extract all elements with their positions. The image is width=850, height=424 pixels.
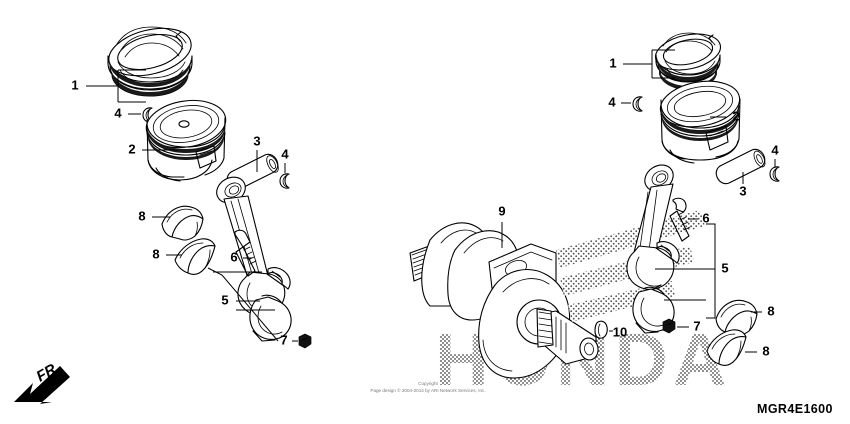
callout-3-right: 3 <box>739 172 747 198</box>
piston-pin-clip-right-lower <box>769 166 780 182</box>
callout-4-right-lower: 4 <box>771 142 779 167</box>
main-bearing-right-lower <box>706 329 747 366</box>
copyright-block: Copyright Page design © 2004-2014 by ARI… <box>370 381 485 393</box>
part-number-block: MGR4E1600 <box>757 402 833 416</box>
callout-8-right-upper: 8 <box>751 303 775 318</box>
callout-5-right-label: 5 <box>721 260 728 275</box>
callout-1-left: 1 <box>71 69 146 103</box>
piston-pin-clip-left-lower <box>279 173 290 189</box>
callout-4-left-lower: 4 <box>281 146 289 173</box>
callout-8-left-upper: 8 <box>138 208 170 223</box>
callout-1-right: 1 <box>609 49 675 79</box>
piston-pin-clip-right-upper <box>632 96 643 112</box>
part-number-label: MGR4E1600 <box>757 402 833 416</box>
callout-4-left-upper-label: 4 <box>114 105 122 120</box>
connecting-rod-nut-left <box>298 333 312 349</box>
connecting-rod-cap-right <box>632 286 675 334</box>
callout-10: 10 <box>609 324 627 339</box>
callout-4-right-lower-label: 4 <box>771 142 779 157</box>
connecting-rod-nut-right <box>662 318 676 334</box>
woodruff-key <box>594 320 608 339</box>
callout-5-left-label: 5 <box>221 292 228 307</box>
callout-6-right-label: 6 <box>702 210 709 225</box>
callout-7-right: 7 <box>677 318 701 333</box>
main-bearing-left-lower <box>174 238 216 275</box>
callout-5-right: 5 <box>655 223 729 319</box>
copyright-line-1: Copyright <box>418 381 438 386</box>
callout-6-right: 6 <box>688 210 710 225</box>
callout-10-label: 10 <box>613 324 627 339</box>
callout-7-left-label: 7 <box>280 332 287 347</box>
connecting-rod-bolt-left <box>234 229 257 277</box>
main-bearing-left-upper <box>161 205 204 241</box>
callout-2-left: 2 <box>128 141 178 156</box>
piston-ring-set-left <box>107 26 193 97</box>
callout-8-right-lower: 8 <box>745 343 770 358</box>
piston-right <box>659 80 741 164</box>
callout-4-right-upper-label: 4 <box>608 94 616 109</box>
connecting-rod-assy-right <box>626 164 680 293</box>
piston-left <box>145 99 227 182</box>
callout-9-label: 9 <box>498 203 505 218</box>
callout-2-right-label: 2 <box>732 108 739 123</box>
connecting-rod-cap-left <box>249 294 292 342</box>
callout-2-left-label: 2 <box>128 141 135 156</box>
front-direction-marker: FR. <box>14 359 70 404</box>
callout-3-left: 3 <box>253 133 261 172</box>
callout-8-right-lower-label: 8 <box>762 343 769 358</box>
callout-4-left-lower-label: 4 <box>281 146 289 161</box>
callout-8-left-lower: 8 <box>152 246 182 261</box>
piston-ring-set-right <box>654 32 722 90</box>
copyright-line-2: Page design © 2004-2014 by ARI Network S… <box>370 387 485 393</box>
callout-2-right: 2 <box>710 108 740 123</box>
piston-pin-right <box>715 148 766 185</box>
callout-3-left-label: 3 <box>253 133 260 148</box>
callout-7-right-label: 7 <box>693 318 700 333</box>
callout-6-left: 6 <box>230 249 252 264</box>
callout-4-left-upper: 4 <box>114 105 141 120</box>
callout-7-left: 7 <box>280 332 298 347</box>
callout-6-left-label: 6 <box>230 249 237 264</box>
connecting-rod-bolt-right <box>669 197 691 242</box>
callout-5-left: 5 <box>207 267 279 342</box>
callout-8-left-lower-label: 8 <box>152 246 159 261</box>
callout-9: 9 <box>498 203 506 248</box>
callout-4-right-upper: 4 <box>608 94 631 109</box>
callout-1-left-label: 1 <box>71 77 78 92</box>
callout-3-right-label: 3 <box>739 183 746 198</box>
callout-8-left-upper-label: 8 <box>138 208 145 223</box>
callout-8-right-upper-label: 8 <box>767 303 774 318</box>
callout-1-right-label: 1 <box>609 55 616 70</box>
